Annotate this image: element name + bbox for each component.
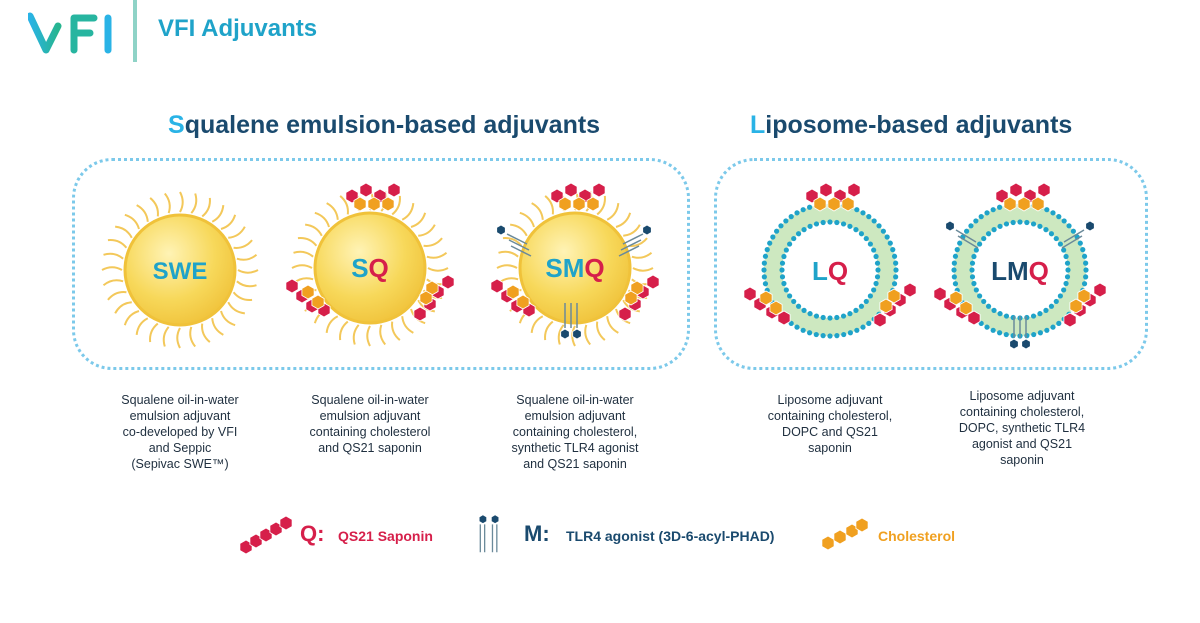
tlr4-agonist-bottom	[564, 303, 578, 328]
lmq-particle: LMQ	[933, 182, 1107, 350]
cholesterol-legend-icon	[821, 517, 869, 551]
page-title: VFI Adjuvants	[158, 15, 318, 42]
surfactant-tails	[101, 191, 259, 349]
caption-line: and QS21 saponin	[318, 441, 422, 455]
saponin-left	[933, 286, 981, 326]
section-title-liposome: Liposome-based adjuvants	[750, 111, 1072, 140]
legend-text-tlr4: TLR4 agonist (3D-6-acyl-PHAD)	[566, 528, 775, 544]
caption-line: saponin	[808, 441, 852, 455]
caption-lq: Liposome adjuvant containing cholesterol…	[740, 392, 920, 456]
particle-label: SWE	[153, 258, 208, 285]
caption-line: Liposome adjuvant	[969, 389, 1075, 403]
section-title-initial: S	[168, 111, 185, 139]
caption-line: (Sepivac SWE™)	[131, 457, 229, 471]
particle-label: SMQ	[545, 253, 604, 283]
caption-line: Squalene oil-in-water	[121, 393, 239, 407]
squalene-panel	[72, 158, 690, 370]
section-title-rest: iposome-based adjuvants	[765, 111, 1073, 139]
tlr4-heads	[496, 224, 652, 340]
particle-label: LMQ	[991, 256, 1049, 286]
tlr4-heads	[945, 220, 1095, 350]
caption-line: agonist and QS21	[971, 437, 1073, 451]
caption-line: DOPC, synthetic TLR4	[958, 421, 1086, 435]
saponin-right	[873, 282, 917, 328]
caption-line: Liposome adjuvant	[777, 393, 883, 407]
caption-line: containing cholesterol,	[767, 409, 893, 423]
vfi-logo	[28, 12, 112, 54]
caption-line: emulsion adjuvant	[129, 409, 231, 423]
tlr4-agonist-left	[506, 233, 532, 257]
caption-line: containing cholesterol,	[959, 405, 1085, 419]
saponin-right	[618, 274, 660, 322]
saponin-left	[743, 286, 791, 326]
caption-line: emulsion adjuvant	[319, 409, 421, 423]
saponin-legend-icon	[239, 515, 293, 555]
smq-particle: SMQ	[490, 182, 660, 347]
caption-line: containing cholesterol,	[512, 425, 638, 439]
legend-text-cholesterol: Cholesterol	[878, 528, 956, 544]
caption-swe: Squalene oil-in-water emulsion adjuvant …	[90, 392, 270, 472]
swe-particle: SWE	[101, 191, 259, 349]
saponin-left	[285, 278, 331, 318]
tlr4-legend-icon	[478, 514, 500, 553]
saponin-left	[490, 278, 536, 318]
surfactant-tails	[291, 189, 449, 347]
sq-particle: SQ	[285, 182, 455, 347]
particle-label: SQ	[351, 253, 389, 283]
caption-line: emulsion adjuvant	[524, 409, 626, 423]
saponin-right	[413, 274, 455, 322]
section-title-squalene: Squalene emulsion-based adjuvants	[168, 111, 600, 140]
caption-line: DOPC and QS21	[782, 425, 878, 439]
caption-smq: Squalene oil-in-water emulsion adjuvant …	[485, 392, 665, 472]
section-title-initial: L	[750, 111, 766, 139]
particle-label: LQ	[812, 256, 848, 286]
saponin-top	[805, 182, 861, 212]
lq-particle: LQ	[743, 182, 917, 339]
saponin-top	[550, 182, 606, 212]
legend-key-m: M:	[524, 521, 550, 546]
legend-key-q: Q:	[300, 521, 325, 546]
caption-line: containing cholesterol	[309, 425, 431, 439]
caption-line: saponin	[1000, 453, 1044, 467]
section-title-rest: qualene emulsion-based adjuvants	[184, 111, 601, 139]
caption-line: and Seppic	[148, 441, 212, 455]
caption-line: synthetic TLR4 agonist	[511, 441, 639, 455]
tlr4-agonist	[955, 229, 1085, 338]
tlr4-agonist-right	[618, 233, 644, 257]
header-divider	[133, 0, 137, 62]
legend-text-saponin: QS21 Saponin	[338, 528, 433, 544]
saponin-top	[995, 182, 1051, 212]
caption-line: Squalene oil-in-water	[311, 393, 429, 407]
saponin-top	[345, 182, 401, 212]
caption-line: co-developed by VFI	[122, 425, 238, 439]
caption-sq: Squalene oil-in-water emulsion adjuvant …	[280, 392, 460, 456]
caption-line: Squalene oil-in-water	[516, 393, 634, 407]
liposome-panel	[714, 158, 1148, 370]
caption-line: and QS21 saponin	[523, 457, 627, 471]
caption-lmq: Liposome adjuvant containing cholesterol…	[932, 388, 1112, 468]
saponin-right	[1063, 282, 1107, 328]
